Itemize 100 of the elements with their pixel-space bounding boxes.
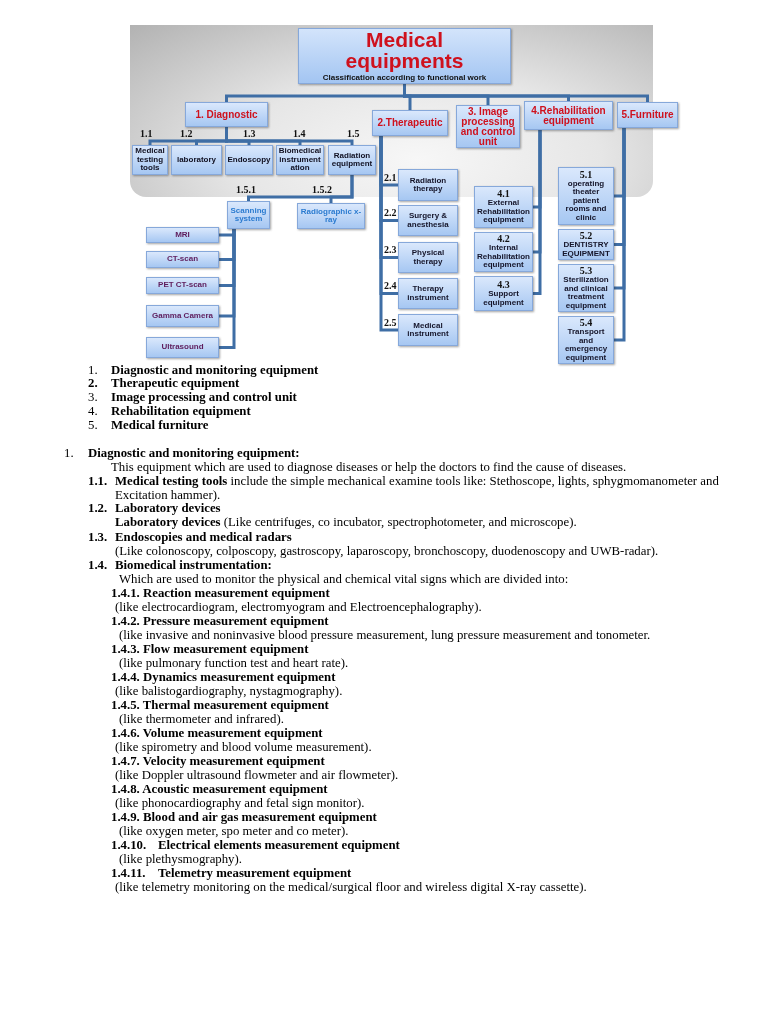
equipment-box [146,227,219,243]
equipment-label: CT-scan [166,255,199,264]
equipment-box [474,186,533,228]
equipment-label: laboratory [176,155,217,165]
equipment-box [225,145,273,175]
body-text: (like phonocardiography and fetal sign monitor). [115,796,365,810]
section-heading: 1.4.5. Thermal measurement equipment [111,698,329,712]
equipment-label: Transport and emergency equipment [563,328,609,362]
equipment-box [328,145,376,175]
equipment-label: Surgery & anesthesia [406,212,450,229]
title-box [298,28,511,84]
category-label: 4.Rehabilitation equipment [530,105,607,126]
equipment-label: Endoscopy [227,155,271,165]
equipment-box [146,305,219,327]
item-number: 4.2 [497,234,510,245]
list-item: Medical furniture [111,418,209,432]
equipment-box [474,276,533,311]
body-text: (like thermometer and infrared). [119,712,284,726]
body-text: (like electrocardiogram, electromyogram and Electroencephalography). [115,600,482,614]
equipment-box [558,167,614,225]
equipment-box [558,316,614,364]
list-item: Therapeutic equipment [111,376,240,390]
body-text: (like oxygen meter, spo meter and co meter). [119,824,349,838]
section-heading: Telemetry measurement equipment [158,866,352,880]
equipment-label: Sterilization and clinical treatment equipment [562,276,610,310]
connector-line [219,229,236,349]
item-number: 5.1 [579,169,593,180]
title-text: Medical equipments [344,29,465,71]
section-heading: 1.4.8. Acoustic measurement equipment [111,782,328,796]
body-text: Which are used to monitor the physical and chemical vital signs which are divided into: [119,572,569,586]
connector-line [379,136,398,332]
item-number: 2.1 [384,173,397,183]
equipment-box [146,251,219,268]
connector-line [329,175,354,203]
equipment-box [398,314,458,346]
list-item: Image processing and control unit [111,390,297,404]
body-text: (like plethysmography). [119,852,242,866]
equipment-label: Radiation therapy [408,176,448,194]
section-heading: 1.4.3. Flow measurement equipment [111,642,309,656]
list-number: 1.2. [88,501,108,515]
equipment-label: Internal Rehabilitation equipment [476,244,531,270]
equipment-label: MRI [175,230,190,240]
item-number: 5.2 [579,231,593,241]
category-box [524,101,613,130]
item-number: 1.5.1 [236,185,256,195]
category-box [372,110,448,136]
list-number: 1.4.11. [111,866,146,880]
connector-line [614,128,626,342]
body-text: (like spirometry and blood volume measurement). [115,740,372,754]
section-heading: 1.4.1. Reaction measurement equipment [111,586,330,600]
section-heading: Laboratory devices [115,501,221,515]
section-heading: 1.4.4. Dynamics measurement equipment [111,670,336,684]
list-number: 4. [88,404,98,418]
equipment-label: Therapy instrument [406,285,450,302]
equipment-box [146,277,219,294]
section-heading: 1.4.7. Velocity measurement equipment [111,754,325,768]
equipment-label: Radiographic x-ray [299,207,363,225]
body-text: (like Doppler ultrasound flowmeter and air flowmeter). [115,768,399,782]
equipment-label: Ultrasound [161,343,204,352]
equipment-label: Gamma Camera [152,311,213,321]
equipment-box [146,337,219,358]
equipment-label: PET CT-scan [158,281,207,290]
category-label: 2.Therapeutic [377,118,443,128]
section-heading: Biomedical instrumentation: [115,558,272,572]
equipment-box [398,242,458,273]
item-number: 2.4 [384,281,397,291]
equipment-label: Support equipment [482,290,525,307]
list-number: 1.1. [88,474,108,488]
equipment-label: External Rehabilitation equipment [476,199,531,225]
section-heading: Diagnostic and monitoring equipment: [88,446,300,460]
body-text: (like telemetry monitoring on the medical/surgical floor and wireless digital X-ray cassette). [115,880,587,894]
item-number: 1.4 [293,129,306,139]
list-item: Rehabilitation equipment [111,404,251,418]
list-number: 3. [88,390,98,404]
equipment-label: Biomedical instrument ation [278,147,322,173]
item-number: 1.2 [180,129,193,139]
item-number: 2.5 [384,318,397,328]
item-number: 5.3 [579,266,593,276]
category-label: 3. Image processing and control unit [459,106,517,147]
equipment-label: Physical therapy [410,249,446,266]
connector-line [533,130,542,295]
list-item: Diagnostic and monitoring equipment [111,363,319,377]
equipment-box [558,229,614,260]
body-text: (like pulmonary function test and heart rate). [119,656,349,670]
item-number: 5.4 [579,318,593,328]
equipment-box [398,169,458,201]
equipment-box [227,201,270,229]
equipment-box [398,205,458,236]
equipment-label: Radiation equipment [330,151,374,169]
equipment-label: Scanning system [229,206,268,224]
equipment-box [398,278,458,309]
item-number: 4.1 [497,189,510,200]
category-box [185,102,268,127]
equipment-label: Medical testing tools [134,147,166,173]
item-number: 2.3 [384,245,397,255]
item-number: 4.3 [497,280,510,290]
item-number: 1.3 [243,129,256,139]
list-number: 5. [88,418,98,432]
body-text: Medical testing tools include the simple mechanical examine tools like: Stethoscope, lights, sphygmomanometer and Excitation hammer). [115,474,720,502]
body-text: (like balistogardiography, nystagmography). [115,684,343,698]
